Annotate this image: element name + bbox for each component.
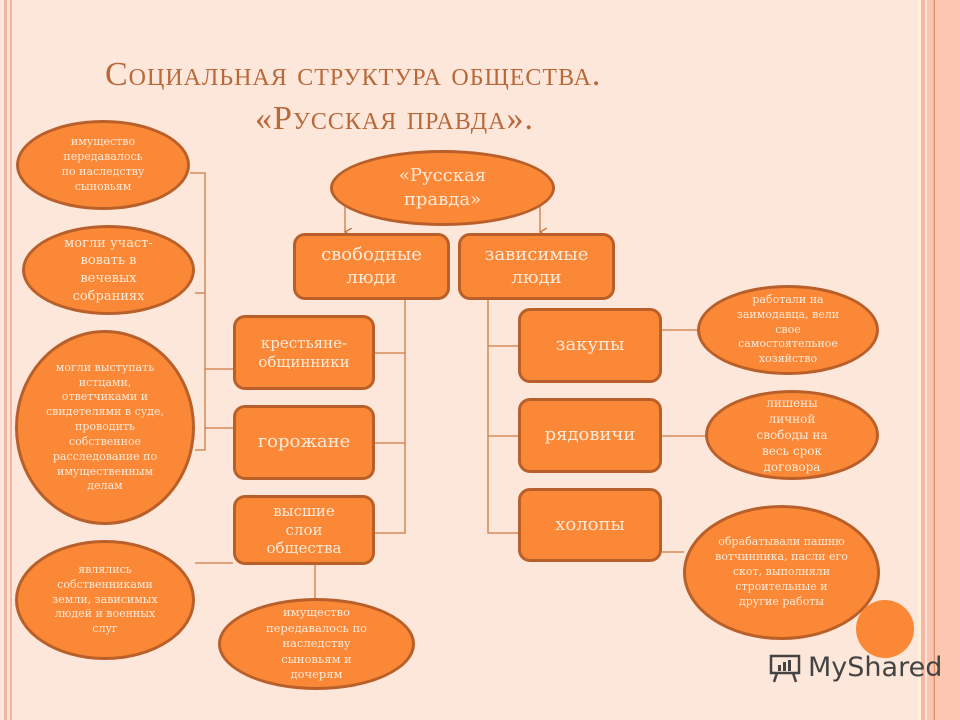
note-elite-inheritance: имущество передавалось по наследству сын… bbox=[218, 598, 415, 690]
class-elite: высшие слои общества bbox=[233, 495, 375, 565]
right-border-stripes bbox=[918, 0, 960, 720]
slide-title-line2: «Русская правда». bbox=[255, 100, 535, 137]
class-peasants: крестьяне-общинники bbox=[233, 315, 375, 390]
class-ryadovichi: рядовичи bbox=[518, 398, 662, 473]
class-kholopy: холопы bbox=[518, 488, 662, 562]
root-node: «Русская правда» bbox=[330, 150, 555, 226]
note-court-rights: могли выступать истцами, ответчиками и с… bbox=[15, 330, 195, 525]
note-ryadovichi: лишены личной свободы на весь срок догов… bbox=[705, 390, 879, 480]
group-free-people: свободные люди bbox=[293, 233, 450, 300]
myshared-watermark: MyShared bbox=[768, 652, 942, 683]
decorative-circle bbox=[856, 600, 914, 658]
note-kholopy: обрабатывали пашню вотчинника, пасли его… bbox=[683, 505, 880, 640]
left-border-stripe bbox=[10, 0, 12, 720]
note-zakupy: работали на заимодавца, вели свое самост… bbox=[697, 285, 879, 375]
group-dependent-people: зависимые люди bbox=[458, 233, 615, 300]
note-elite-owners: являлись собственниками земли, зависимых… bbox=[15, 540, 195, 660]
presentation-board-icon bbox=[769, 654, 801, 682]
class-townspeople: горожане bbox=[233, 405, 375, 480]
left-border-stripe bbox=[4, 0, 7, 720]
note-inheritance-sons: имущество передавалось по наследству сын… bbox=[16, 120, 190, 210]
class-zakupy: закупы bbox=[518, 308, 662, 383]
watermark-text: MyShared bbox=[808, 652, 943, 683]
note-veche-assemblies: могли участ-вовать в вечевых собраниях bbox=[22, 225, 195, 315]
slide-title-line1: Социальная структура общества. bbox=[105, 56, 602, 93]
